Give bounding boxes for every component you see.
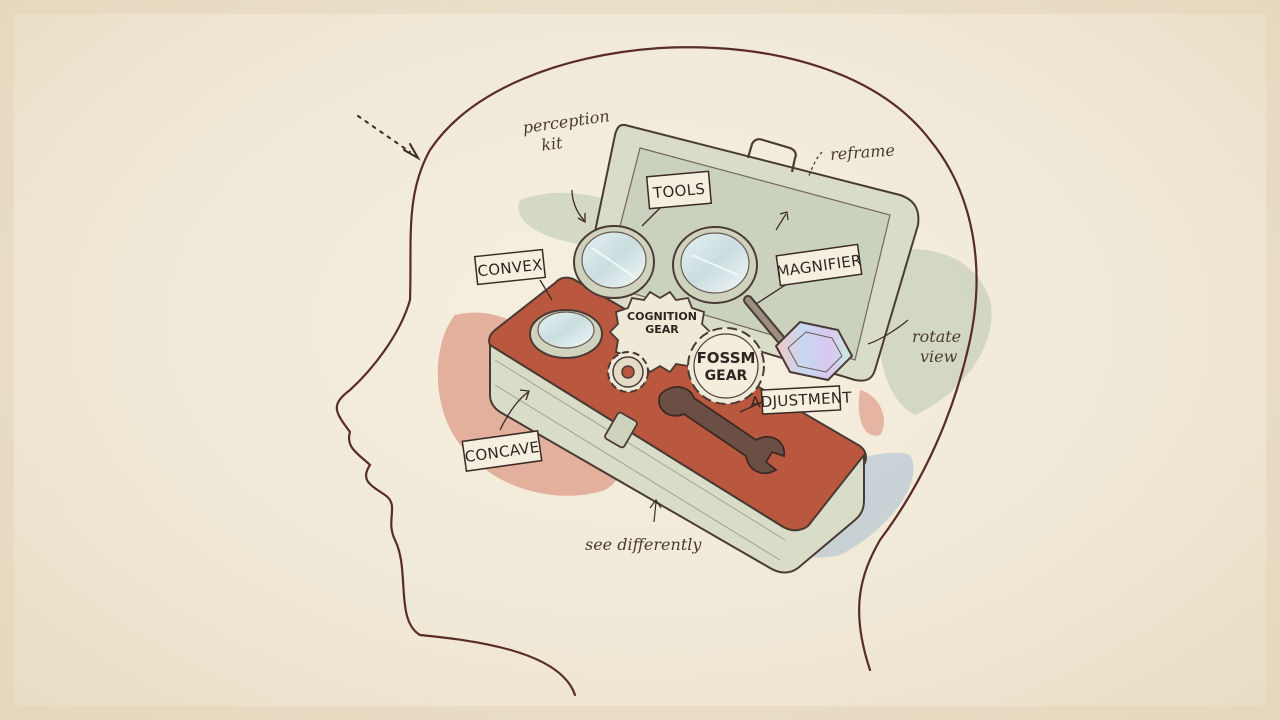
concave-lens <box>529 309 603 359</box>
annotation-reframe-text: reframe <box>829 140 895 163</box>
tag-adjustment-text: ADJUSTMENT <box>750 388 853 411</box>
toolbox-front-wall <box>489 343 865 574</box>
convex-lens <box>573 225 655 299</box>
annotation-reframe: reframe <box>807 140 895 179</box>
toolbox-handle <box>746 138 797 173</box>
tag-magnifier: MAGNIFIER <box>755 243 863 305</box>
annotation-rotate-view: rotate view <box>867 319 961 366</box>
cognition-gear-label-2: GEAR <box>645 323 679 336</box>
tag-concave: CONCAVE <box>461 389 543 472</box>
red-wash-small <box>858 390 884 436</box>
tag-tools-text: TOOLS <box>651 180 706 203</box>
annotation-rotate-text-1: rotate <box>912 327 961 346</box>
annotation-rotate-text-2: view <box>920 347 958 366</box>
toolbox-latch <box>604 411 638 449</box>
dotted-arrow <box>357 115 421 161</box>
prism-hexagon <box>774 320 854 382</box>
focus-gear: FOSSM GEAR <box>687 327 765 405</box>
annotation-see-differently: see differently <box>585 498 702 554</box>
green-wash-right <box>876 249 992 415</box>
lid-arrow <box>775 211 789 231</box>
wrench <box>658 386 785 475</box>
tag-adjustment: ADJUSTMENT <box>739 385 853 415</box>
annotation-see-differently-text: see differently <box>585 535 702 554</box>
tag-tools: TOOLS <box>641 170 713 227</box>
cognition-gear-label-1: COGNITION <box>627 310 697 323</box>
magnifying-glass <box>672 226 793 353</box>
cognition-gear: COGNITION GEAR <box>608 290 712 374</box>
head-outline <box>335 46 978 697</box>
focus-gear-label-2: GEAR <box>705 368 748 384</box>
annotation-perception-text-1: perception <box>521 106 610 137</box>
focus-gear-label-1: FOSSM <box>697 349 756 367</box>
small-gear <box>607 351 649 393</box>
tag-convex: CONVEX <box>473 248 553 301</box>
annotation-perception-text-2: kit <box>540 133 564 155</box>
